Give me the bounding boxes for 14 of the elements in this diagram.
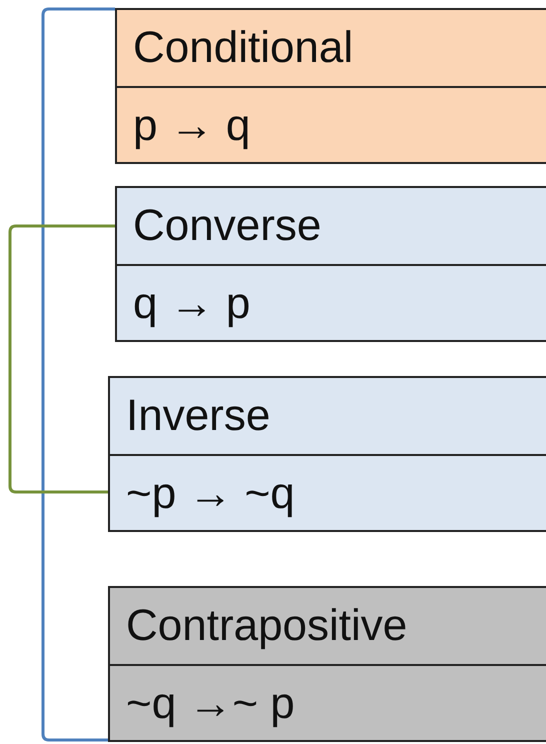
term-box [108, 376, 546, 532]
bracket-line [42, 8, 115, 742]
term-heading: Converse [132, 200, 322, 252]
bracket-line [8, 224, 115, 494]
formula-text: q → p [117, 264, 546, 340]
term-heading: Inverse [125, 390, 272, 442]
term-box [115, 186, 546, 342]
formula-text: ~q →~ p [110, 664, 546, 740]
term-heading: Conditional [132, 22, 354, 74]
term-heading: Contrapositive [125, 600, 408, 652]
formula-text: p → q [117, 86, 546, 162]
formula-text: ~p → ~q [110, 454, 546, 530]
term-box [108, 586, 546, 742]
term-box [115, 8, 546, 164]
